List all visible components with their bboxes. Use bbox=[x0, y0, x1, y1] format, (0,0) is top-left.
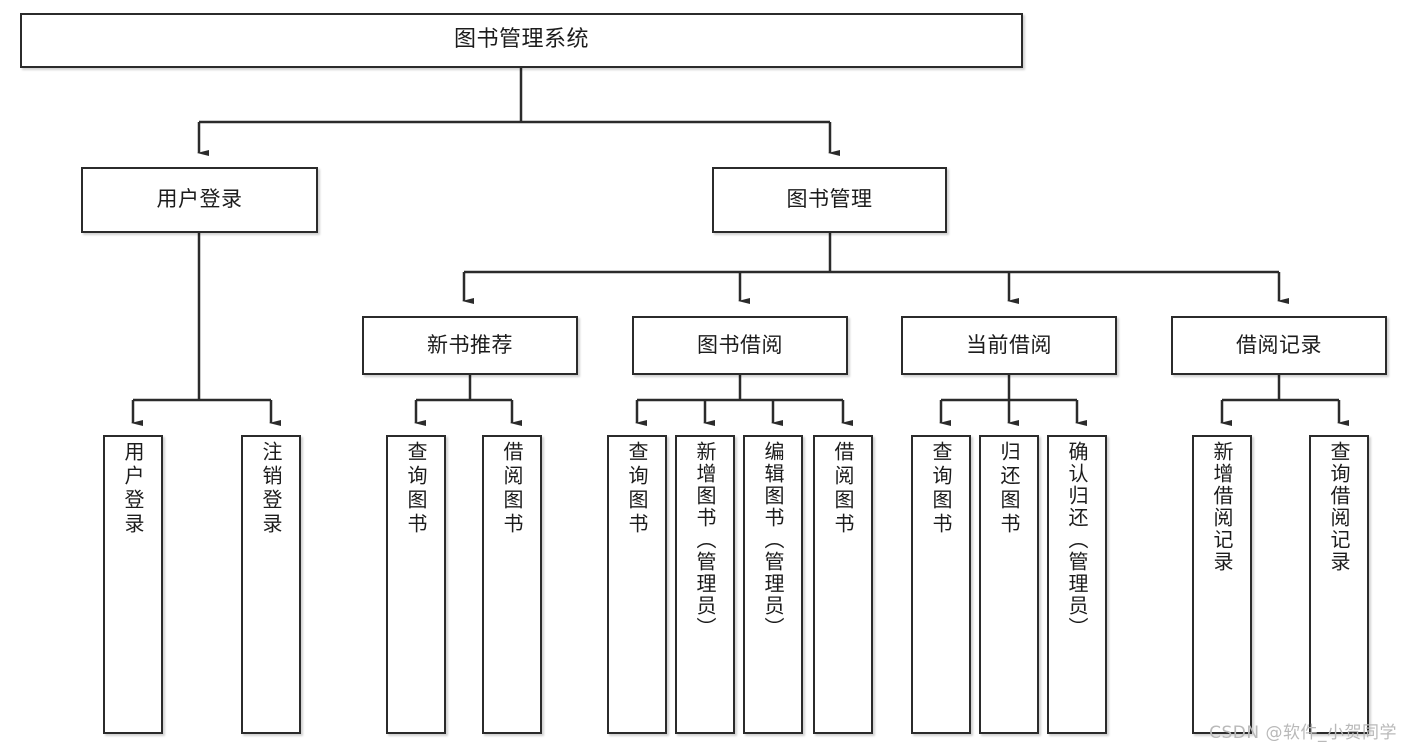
node-root-label: 图书管理系统 bbox=[453, 27, 589, 53]
node-root[interactable]: 图书管理系统 bbox=[20, 13, 1023, 68]
node-leaf-logout-label: 注销登录 bbox=[259, 441, 283, 537]
node-new-book-recommend-label: 新书推荐 bbox=[427, 332, 513, 357]
node-book-borrow[interactable]: 图书借阅 bbox=[632, 316, 848, 375]
node-leaf-add-record[interactable]: 新增借阅记录 bbox=[1192, 435, 1252, 734]
node-leaf-user-login-label: 用户登录 bbox=[121, 441, 145, 537]
node-user-login-label: 用户登录 bbox=[156, 187, 243, 212]
node-leaf-query-record-label: 查询借阅记录 bbox=[1327, 441, 1351, 573]
node-borrow-record-label: 借阅记录 bbox=[1236, 332, 1322, 357]
node-leaf-borrow-book-1-label: 借阅图书 bbox=[500, 441, 524, 537]
node-leaf-query-book-1[interactable]: 查询图书 bbox=[386, 435, 446, 734]
node-leaf-query-book-2-label: 查询图书 bbox=[625, 441, 649, 537]
node-leaf-edit-book[interactable]: 编辑图书（管理员） bbox=[743, 435, 803, 734]
node-leaf-add-book[interactable]: 新增图书（管理员） bbox=[675, 435, 735, 734]
node-book-borrow-label: 图书借阅 bbox=[697, 332, 783, 357]
node-leaf-query-book-3-label: 查询图书 bbox=[929, 441, 953, 537]
node-leaf-edit-book-label: 编辑图书（管理员） bbox=[761, 441, 785, 639]
node-leaf-query-record[interactable]: 查询借阅记录 bbox=[1309, 435, 1369, 734]
node-leaf-add-book-label: 新增图书（管理员） bbox=[693, 441, 717, 639]
node-new-book-recommend[interactable]: 新书推荐 bbox=[362, 316, 578, 375]
node-leaf-query-book-3[interactable]: 查询图书 bbox=[911, 435, 971, 734]
node-leaf-borrow-book-2-label: 借阅图书 bbox=[831, 441, 855, 537]
node-user-login[interactable]: 用户登录 bbox=[81, 167, 318, 233]
node-leaf-borrow-book-2[interactable]: 借阅图书 bbox=[813, 435, 873, 734]
node-book-manage-label: 图书管理 bbox=[786, 187, 873, 212]
node-book-manage[interactable]: 图书管理 bbox=[712, 167, 947, 233]
node-leaf-query-book-2[interactable]: 查询图书 bbox=[607, 435, 667, 734]
node-current-borrow-label: 当前借阅 bbox=[966, 332, 1052, 357]
node-leaf-return-book-label: 归还图书 bbox=[997, 441, 1021, 537]
node-leaf-logout[interactable]: 注销登录 bbox=[241, 435, 301, 734]
node-borrow-record[interactable]: 借阅记录 bbox=[1171, 316, 1387, 375]
node-leaf-add-record-label: 新增借阅记录 bbox=[1210, 441, 1234, 573]
node-leaf-query-book-1-label: 查询图书 bbox=[404, 441, 428, 537]
node-leaf-borrow-book-1[interactable]: 借阅图书 bbox=[482, 435, 542, 734]
node-leaf-user-login[interactable]: 用户登录 bbox=[103, 435, 163, 734]
node-leaf-confirm-return[interactable]: 确认归还（管理员） bbox=[1047, 435, 1107, 734]
node-leaf-return-book[interactable]: 归还图书 bbox=[979, 435, 1039, 734]
node-leaf-confirm-return-label: 确认归还（管理员） bbox=[1065, 441, 1089, 639]
node-current-borrow[interactable]: 当前借阅 bbox=[901, 316, 1117, 375]
